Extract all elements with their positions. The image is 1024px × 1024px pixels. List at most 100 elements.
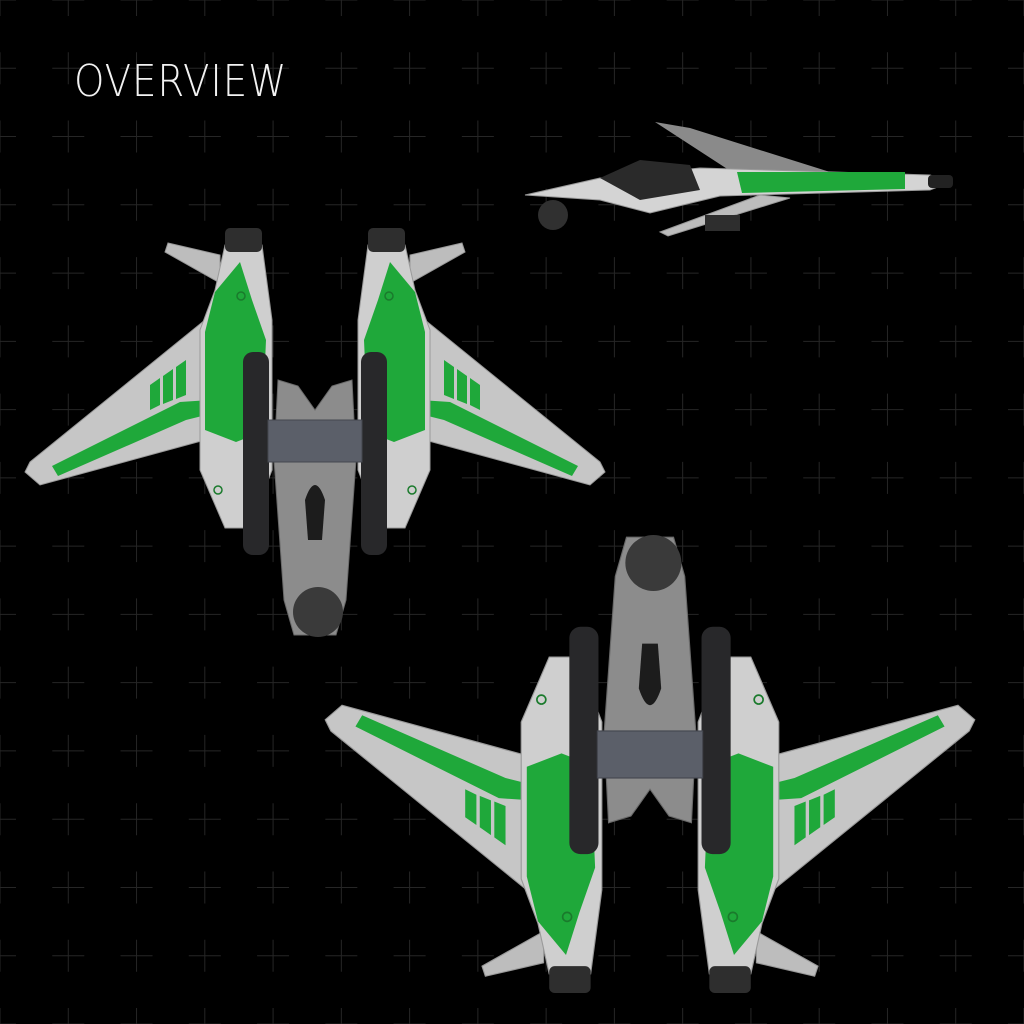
grid-cross bbox=[871, 188, 904, 221]
grid-cross bbox=[257, 120, 290, 153]
grid-cross bbox=[666, 461, 699, 494]
grid-cross bbox=[120, 871, 153, 904]
side-view bbox=[524, 122, 953, 237]
grid-cross bbox=[257, 939, 290, 972]
grid-cross bbox=[598, 52, 631, 85]
grid-cross bbox=[803, 871, 836, 904]
grid-cross bbox=[530, 598, 563, 631]
grid-cross bbox=[0, 530, 16, 563]
grid-cross bbox=[803, 1008, 836, 1024]
grid-cross bbox=[939, 257, 972, 290]
grid-cross bbox=[52, 188, 85, 221]
grid-cross bbox=[393, 120, 426, 153]
grid-cross bbox=[939, 393, 972, 426]
grid-cross bbox=[120, 0, 153, 16]
grid-cross bbox=[393, 666, 426, 699]
grid-cross bbox=[393, 188, 426, 221]
grid-cross bbox=[461, 461, 494, 494]
grid-cross bbox=[1008, 871, 1024, 904]
grid-cross bbox=[939, 188, 972, 221]
grid-cross bbox=[803, 120, 836, 153]
grid-cross bbox=[598, 461, 631, 494]
grid-cross bbox=[0, 939, 16, 972]
page-title: OVERVIEW bbox=[74, 56, 288, 107]
grid-cross bbox=[939, 666, 972, 699]
grid-cross bbox=[461, 871, 494, 904]
grid-cross bbox=[803, 666, 836, 699]
grid-cross bbox=[393, 0, 426, 16]
grid-cross bbox=[598, 871, 631, 904]
grid-cross bbox=[734, 393, 767, 426]
grid-cross bbox=[52, 0, 85, 16]
grid-cross bbox=[939, 1008, 972, 1024]
grid-cross bbox=[0, 461, 16, 494]
grid-cross bbox=[188, 120, 221, 153]
grid-cross bbox=[52, 393, 85, 426]
grid-cross bbox=[188, 666, 221, 699]
grid-cross bbox=[52, 598, 85, 631]
grid-cross bbox=[393, 1008, 426, 1024]
grid-cross bbox=[393, 598, 426, 631]
grid-cross bbox=[120, 598, 153, 631]
grid-cross bbox=[393, 871, 426, 904]
grid-cross bbox=[393, 803, 426, 836]
grid-cross bbox=[120, 257, 153, 290]
grid-cross bbox=[530, 52, 563, 85]
grid-cross bbox=[1008, 257, 1024, 290]
grid-cross bbox=[666, 393, 699, 426]
grid-cross bbox=[939, 939, 972, 972]
grid-cross bbox=[188, 188, 221, 221]
grid-cross bbox=[734, 0, 767, 16]
grid-cross bbox=[0, 393, 16, 426]
grid-cross bbox=[530, 530, 563, 563]
grid-cross bbox=[734, 461, 767, 494]
grid-cross bbox=[939, 120, 972, 153]
grid-cross bbox=[325, 803, 358, 836]
grid-cross bbox=[1008, 939, 1024, 972]
grid-cross bbox=[0, 188, 16, 221]
grid-cross bbox=[666, 1008, 699, 1024]
grid-cross bbox=[0, 325, 16, 358]
grid-cross bbox=[1008, 188, 1024, 221]
grid-cross bbox=[0, 257, 16, 290]
grid-cross bbox=[461, 52, 494, 85]
grid-cross bbox=[803, 393, 836, 426]
grid-cross bbox=[325, 188, 358, 221]
grid-cross bbox=[325, 120, 358, 153]
grid-cross bbox=[461, 666, 494, 699]
grid-cross bbox=[461, 188, 494, 221]
grid-cross bbox=[120, 325, 153, 358]
grid-cross bbox=[188, 598, 221, 631]
grid-cross bbox=[939, 803, 972, 836]
grid-cross bbox=[188, 939, 221, 972]
grid-cross bbox=[871, 871, 904, 904]
grid-cross bbox=[939, 598, 972, 631]
grid-cross bbox=[325, 734, 358, 767]
grid-cross bbox=[871, 393, 904, 426]
grid-cross bbox=[803, 257, 836, 290]
grid-cross bbox=[871, 325, 904, 358]
grid-cross bbox=[666, 0, 699, 16]
grid-cross bbox=[52, 325, 85, 358]
grid-cross bbox=[120, 52, 153, 85]
grid-cross bbox=[530, 257, 563, 290]
grid-cross bbox=[0, 803, 16, 836]
grid-cross bbox=[325, 325, 358, 358]
grid-cross bbox=[666, 257, 699, 290]
grid-cross bbox=[257, 666, 290, 699]
grid-cross bbox=[598, 939, 631, 972]
grid-cross bbox=[530, 120, 563, 153]
grid-cross bbox=[734, 598, 767, 631]
grid-cross bbox=[1008, 530, 1024, 563]
grid-cross bbox=[803, 0, 836, 16]
grid-cross bbox=[1008, 598, 1024, 631]
grid-cross bbox=[325, 666, 358, 699]
grid-cross bbox=[871, 461, 904, 494]
grid-cross bbox=[803, 939, 836, 972]
grid-cross bbox=[52, 939, 85, 972]
grid-cross bbox=[871, 598, 904, 631]
grid-cross bbox=[1008, 393, 1024, 426]
grid-cross bbox=[803, 188, 836, 221]
grid-cross bbox=[1008, 734, 1024, 767]
